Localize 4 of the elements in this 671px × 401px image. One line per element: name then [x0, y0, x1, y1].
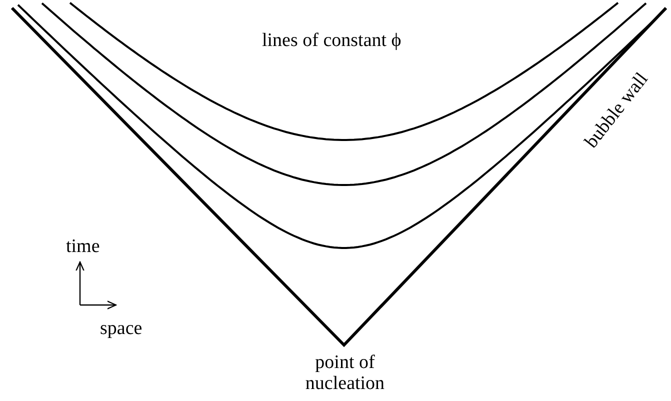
axis-label: space: [100, 318, 142, 339]
axis-label: time: [66, 236, 100, 257]
curve-label: lines of constant ϕ: [262, 30, 402, 51]
point-label: point of nucleation: [304, 352, 386, 394]
